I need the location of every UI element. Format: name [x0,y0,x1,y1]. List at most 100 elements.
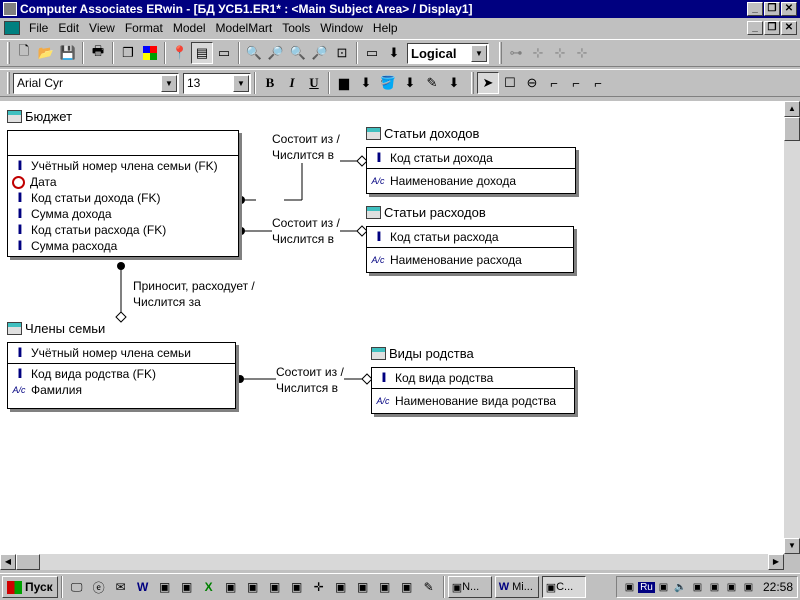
subtype-tool-icon[interactable]: ⊖ [526,75,538,90]
clock[interactable]: 22:58 [762,580,793,594]
attribute-row[interactable]: |||Учётный номер члена семьи [12,345,231,361]
toolbar-grip[interactable] [471,72,474,94]
task-button[interactable]: ▣ N... [447,576,492,598]
zoom-reset-icon[interactable]: 🔍 [289,45,307,60]
attribute-row[interactable]: |||Код статьи расхода [371,229,569,245]
quicklaunch-outlook-icon[interactable]: ✉ [115,580,126,594]
attribute-row[interactable]: |||Учётный номер члена семьи (FK) [12,158,234,174]
zoom-in-icon[interactable]: 🔎 [267,45,285,60]
relationship-label-budget-expense[interactable]: Состоит из / Числится в [272,215,340,247]
bold-button[interactable]: B [265,75,275,90]
entity-title-expense-items[interactable]: Статьи расходов [366,205,486,220]
tray-app-icon[interactable]: ▣ [726,581,737,593]
task-button-active[interactable]: ▣ C... [541,576,586,598]
doc-restore-button[interactable]: ❐ [764,21,780,35]
menu-file[interactable]: File [29,21,49,35]
quicklaunch-app-icon[interactable]: ▣ [225,580,237,594]
menu-format[interactable]: Format [124,21,163,35]
tray-app-icon[interactable]: ▣ [743,581,754,593]
quicklaunch-app-icon[interactable]: ▣ [159,580,171,594]
display-dropdown-icon[interactable]: ⬇ [388,45,400,60]
attribute-display-icon[interactable]: ▤ [191,42,213,64]
start-button[interactable]: Пуск [2,576,58,598]
identifying-relationship-tool-icon[interactable]: ⌐ [550,75,558,91]
font-color-dropdown-icon[interactable]: ⬇ [360,75,372,90]
quicklaunch-ie-icon[interactable]: ⓔ [92,580,105,595]
display-level-icon[interactable]: ▭ [365,45,379,60]
erwin-app-icon[interactable] [3,2,17,16]
pen-color-dropdown-icon[interactable]: ⬇ [448,75,460,90]
font-size-select[interactable]: 13 ▼ [183,72,251,94]
quicklaunch-word-icon[interactable]: W [137,580,149,594]
entity-title-budget[interactable]: Бюджет [7,109,72,124]
entity-tool-icon[interactable]: ☐ [504,75,516,90]
menu-window[interactable]: Window [320,21,363,35]
restore-button[interactable]: ❐ [764,2,780,16]
pen-color-icon[interactable]: ✎ [426,75,438,90]
scroll-left-icon[interactable]: ◀ [0,554,16,570]
menu-view[interactable]: View [89,21,115,35]
chevron-down-icon[interactable]: ▼ [471,44,487,62]
language-indicator[interactable]: Ru [637,581,655,593]
minimize-button[interactable]: _ [747,2,763,16]
tray-app-icon[interactable]: ▣ [658,581,669,593]
horizontal-scrollbar[interactable]: ◀ ▶ [0,554,784,570]
menu-model[interactable]: Model [172,21,206,35]
scroll-up-icon[interactable]: ▲ [784,101,800,117]
vertical-scroll-thumb[interactable] [784,117,800,141]
tree-layout-icon[interactable]: ⊹ [532,45,544,60]
font-select[interactable]: Arial Cyr ▼ [13,72,179,94]
menu-tools[interactable]: Tools [282,21,311,35]
pin-icon[interactable]: 📍 [171,45,189,60]
entity-title-family-members[interactable]: Члены семьи [7,321,105,336]
open-folder-icon[interactable]: 📂 [37,45,55,60]
menu-modelmart[interactable]: ModelMart [215,21,273,35]
entity-layout-icon[interactable]: ⊶ [509,45,523,60]
underline-button[interactable]: U [309,75,319,90]
quicklaunch-app-icon[interactable]: ▣ [335,580,347,594]
quicklaunch-app-icon[interactable]: ▣ [291,580,303,594]
tray-app-icon[interactable]: ▣ [709,581,720,593]
print-icon[interactable]: 🖶 [91,43,105,58]
zoom-page-icon[interactable]: ⊡ [336,45,348,60]
entity-title-income-items[interactable]: Статьи доходов [366,126,479,141]
non-identifying-relationship-tool-icon[interactable]: ⌐ [594,75,602,91]
hierarchy-layout-icon[interactable]: ⊹ [554,45,566,60]
fill-color-icon[interactable]: 🪣 [379,75,397,90]
entity-budget[interactable]: |||Учётный номер члена семьи (FK) Дата |… [7,130,239,257]
color-palette-icon[interactable] [139,42,161,64]
close-button[interactable]: ✕ [781,2,797,16]
italic-button[interactable]: I [289,75,295,90]
relationship-label-budget-income[interactable]: Состоит из / Числится в [272,131,340,163]
attribute-row[interactable]: |||Код вида родства [376,370,570,386]
menu-help[interactable]: Help [372,21,398,35]
chevron-down-icon[interactable]: ▼ [161,74,177,92]
save-icon[interactable]: 💾 [59,45,77,60]
tray-app-icon[interactable]: ▣ [624,581,635,593]
scroll-down-icon[interactable]: ▼ [784,538,800,554]
fill-color-dropdown-icon[interactable]: ⬇ [404,75,416,90]
font-color-icon[interactable]: ▆ [339,75,349,90]
quicklaunch-app-icon[interactable]: ▣ [401,580,413,594]
entity-family-members[interactable]: |||Учётный номер члена семьи |||Код вида… [7,342,236,409]
quicklaunch-app-icon[interactable]: ▣ [247,580,259,594]
many-to-many-relationship-tool-icon[interactable]: ⌐ [572,75,580,91]
zoom-fit-icon[interactable]: 🔎 [311,45,329,60]
doc-close-button[interactable]: ✕ [781,21,797,35]
vertical-scrollbar[interactable]: ▲ ▼ [784,101,800,554]
logical-physical-select[interactable]: Logical ▼ [407,42,489,64]
volume-icon[interactable]: 🔈 [674,581,687,593]
toolbar-grip[interactable] [7,42,10,64]
quicklaunch-app-icon[interactable]: ▣ [357,580,369,594]
quicklaunch-app-icon[interactable]: ▣ [181,580,193,594]
attribute-row[interactable]: |||Код статьи расхода (FK) [12,222,234,238]
toolbar-grip[interactable] [499,42,502,64]
attribute-row[interactable]: |||Код статьи дохода [371,150,571,166]
